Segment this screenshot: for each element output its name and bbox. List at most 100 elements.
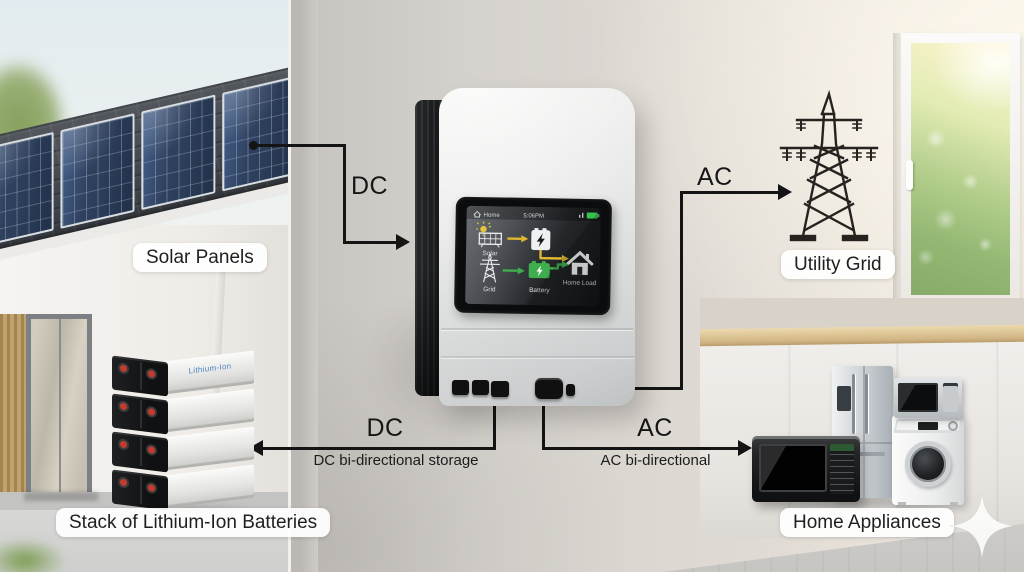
microwave-controls <box>943 383 958 412</box>
hybrid-inverter: Home 5:06PM Solar <box>403 88 635 406</box>
fridge-door-seam <box>862 366 865 442</box>
washer-door <box>905 441 951 487</box>
window-handle <box>906 160 913 190</box>
inverter-screen-bezel: Home 5:06PM Solar <box>453 196 613 316</box>
battery-module-side <box>164 388 254 433</box>
kitchen-backsplash <box>700 298 1024 330</box>
grid-ac-label: AC <box>697 163 733 191</box>
battery-status-tip <box>597 214 600 218</box>
battery-terminal <box>148 407 155 416</box>
fridge-handle <box>865 374 868 434</box>
wood-slat-wall <box>0 314 28 506</box>
battery-module <box>112 464 254 511</box>
solar-panel <box>0 131 54 248</box>
sparkle-icon <box>949 493 1015 559</box>
battery-stack-label: Stack of Lithium-Ion Batteries <box>56 508 331 537</box>
grid-ac-line <box>680 191 780 194</box>
washer-knob <box>948 421 958 431</box>
screen-solar-icon <box>476 221 503 248</box>
solar-panel <box>141 94 216 211</box>
utility-grid-tower-icon <box>779 89 879 242</box>
battery-terminal <box>120 402 127 411</box>
battery-module-front <box>112 355 168 397</box>
home-icon <box>473 210 482 218</box>
signal-icon <box>578 212 584 218</box>
solar-panel <box>222 75 297 192</box>
screen-home-load-label: Home Load <box>563 280 597 288</box>
screen-battery-icon <box>528 260 550 279</box>
battery-terminal <box>148 369 155 378</box>
washing-machine <box>892 415 964 505</box>
screen-time: 5:06PM <box>523 213 544 219</box>
battery-dc-line <box>493 396 496 450</box>
battery-dc-label: DC <box>366 414 404 442</box>
battery-terminal <box>148 445 155 454</box>
loads-ac-line <box>542 447 740 450</box>
battery-module-front <box>112 393 168 435</box>
fridge-lower-seam <box>862 444 865 498</box>
microwave-window <box>759 444 827 492</box>
home-appliances-label: Home Appliances <box>780 508 954 537</box>
inverter-screen[interactable]: Home 5:06PM Solar <box>465 205 601 307</box>
fridge-freezer-seam <box>832 442 893 444</box>
washer-display <box>918 422 938 430</box>
battery-terminal <box>148 483 155 492</box>
battery-status-icon <box>586 212 598 219</box>
screen-grid-label: Grid <box>483 286 496 293</box>
pv-dc-arrowhead <box>396 234 410 250</box>
dc-connector <box>472 380 489 395</box>
dc-connector <box>452 380 469 395</box>
battery-dc-line <box>262 447 496 450</box>
pv-dc-line <box>343 144 346 244</box>
grid-ac-line <box>680 191 683 390</box>
battery-module-front <box>112 469 168 511</box>
loads-ac-line <box>542 396 545 450</box>
dc-connector <box>491 381 509 397</box>
battery-terminal <box>120 478 127 487</box>
screen-flow-green-arrowhead <box>517 267 525 275</box>
inverter-seam <box>441 328 633 330</box>
washer-foot <box>950 502 958 505</box>
window-glass <box>911 43 1010 295</box>
small-microwave <box>894 378 962 418</box>
ac-cable-gland <box>535 378 563 399</box>
solar-panels-label: Solar Panels <box>133 243 267 272</box>
glass-door <box>26 314 92 506</box>
microwave-window <box>898 383 938 412</box>
pv-dc-label: DC <box>351 172 389 200</box>
screen-glare <box>525 208 601 307</box>
large-microwave <box>752 436 860 502</box>
screen-flow-yellow-arrowhead <box>521 235 529 243</box>
loads-ac-arrowhead <box>738 440 752 456</box>
battery-dc-sublabel: DC bi-directional storage <box>313 452 479 469</box>
loads-ac-label: AC <box>637 414 673 442</box>
screen-topbar <box>466 205 601 222</box>
battery-module: Lithium-Ion <box>112 350 254 397</box>
loads-ac-sublabel: AC bi-directional <box>600 452 711 469</box>
microwave-controls <box>830 444 854 494</box>
battery-terminal <box>120 364 127 373</box>
utility-grid-label: Utility Grid <box>781 250 895 279</box>
battery-module <box>112 388 254 435</box>
battery-module-front <box>112 431 168 473</box>
wall-corner <box>288 0 318 572</box>
solar-panel <box>60 113 135 229</box>
battery-module-side <box>164 464 254 509</box>
inverter-seam <box>441 356 634 358</box>
freezer-drawer-handle <box>840 452 885 456</box>
window-reveal <box>893 33 903 305</box>
screen-battery-label: Battery <box>529 287 550 294</box>
screen-solar-label: Solar <box>482 250 498 257</box>
cable-nub <box>566 384 575 396</box>
grid-ac-arrowhead <box>778 184 792 200</box>
pv-dc-line <box>253 144 346 147</box>
screen-grid-icon <box>479 252 500 283</box>
fridge-water-dispenser <box>837 386 851 411</box>
screen-flow-green-arrowhead <box>561 261 569 269</box>
washer-foot <box>898 502 906 505</box>
screen-flow-yellow <box>539 250 562 260</box>
battery-module-side <box>164 426 254 471</box>
screen-charger-icon <box>531 228 551 251</box>
battery-module <box>112 426 254 473</box>
